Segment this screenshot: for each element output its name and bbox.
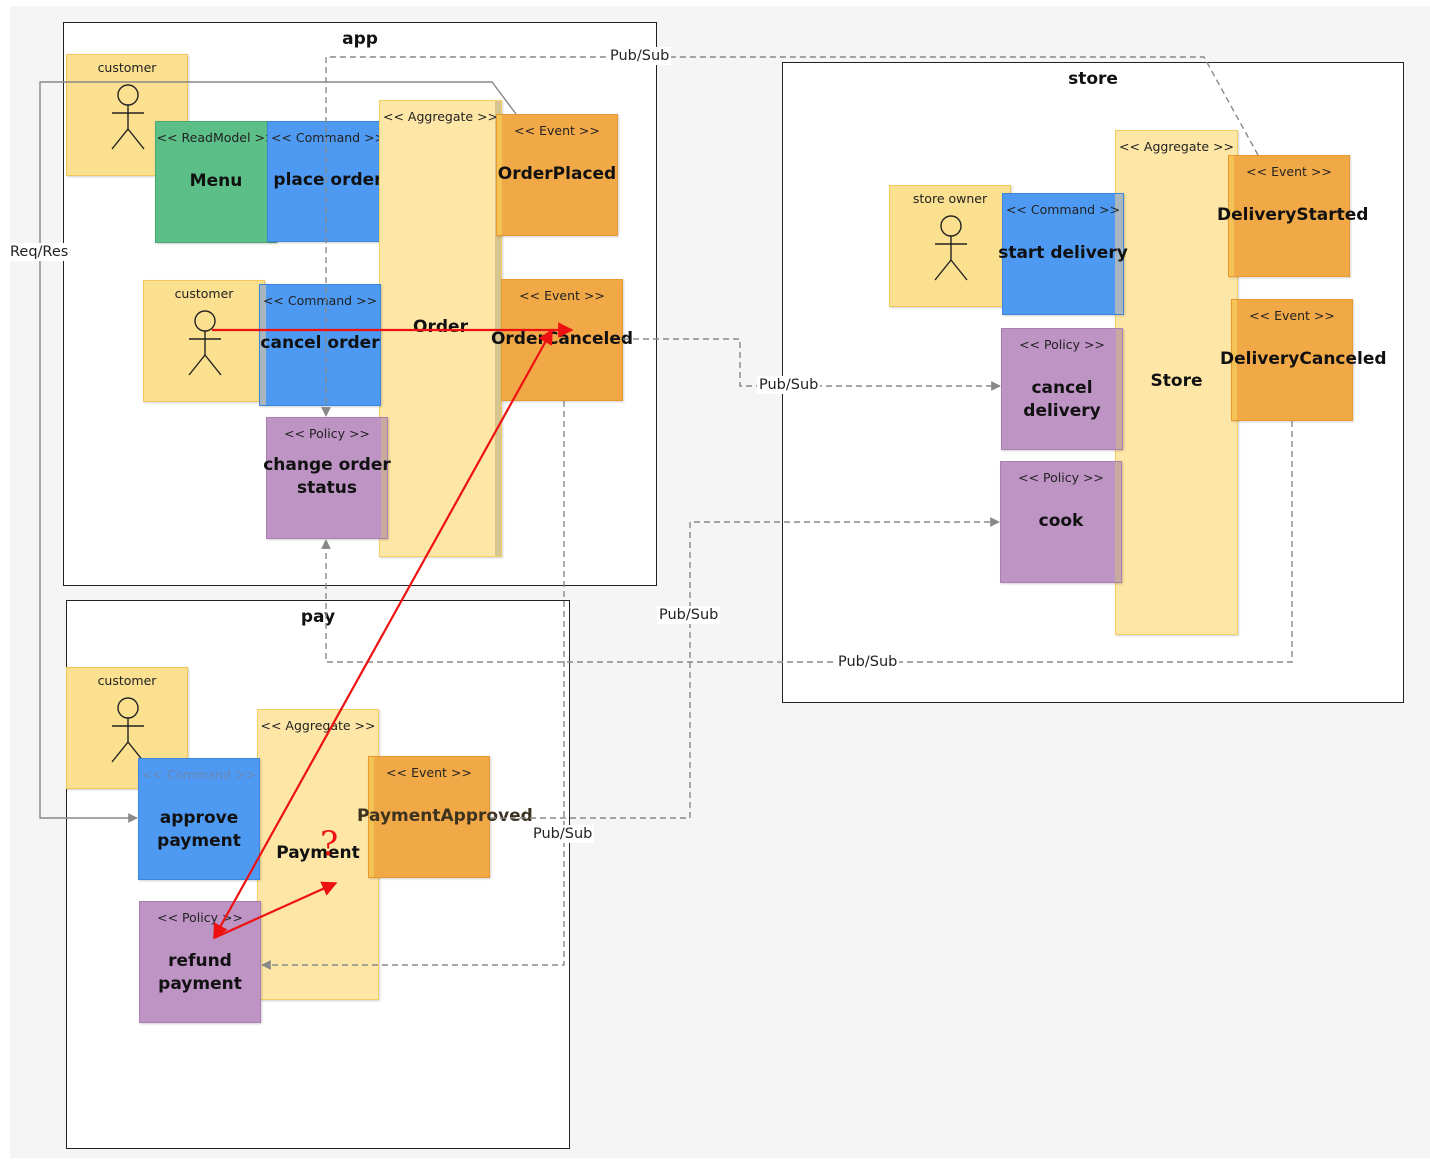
connector-label-pubsub-refund: Pub/Sub <box>531 825 595 843</box>
connector-pubsub-cancel-delivery[interactable] <box>623 338 1001 391</box>
connector-pubsub-refund[interactable] <box>261 401 565 970</box>
stereotype-label: << Event >> <box>1249 308 1335 323</box>
stereotype-label: << Command >> <box>1005 202 1121 217</box>
connector-label-pubsub-cook: Pub/Sub <box>657 606 721 624</box>
event-delivery-canceled[interactable]: << Event >> DeliveryCanceled <box>1220 299 1387 421</box>
sticky-side-strip <box>1232 300 1237 420</box>
command-start-delivery[interactable]: << Command >> start delivery <box>998 193 1128 315</box>
sticky-side-strip <box>1116 329 1122 449</box>
actor-label: customer <box>174 286 234 301</box>
annotation-arrow-canceled-to-refund <box>213 328 553 940</box>
readmodel-menu[interactable]: << ReadModel >> Menu <box>155 121 277 243</box>
policy-cook[interactable]: << Policy >> cook <box>1000 461 1122 583</box>
stereotype-label: << Event >> <box>1246 164 1332 179</box>
connector-label-pubsub-bottom: Pub/Sub <box>836 653 900 671</box>
connector-reqres[interactable] <box>39 81 517 823</box>
actor-label: customer <box>97 673 157 688</box>
connector-pubsub-bottom[interactable] <box>321 421 1293 663</box>
connector-label-pubsub-top: Pub/Sub <box>608 47 672 65</box>
stereotype-label: << Event >> <box>519 288 605 303</box>
event-delivery-started[interactable]: << Event >> DeliveryStarted <box>1217 155 1368 277</box>
sticky-name: DeliveryStarted <box>1217 205 1369 225</box>
actor-store-owner[interactable]: store owner <box>889 185 1011 307</box>
sticky-name: DeliveryCanceled <box>1220 349 1387 369</box>
sticky-name: OrderPlaced <box>497 164 617 184</box>
stereotype-label: << Event >> <box>514 123 600 138</box>
actor-icon <box>111 697 145 763</box>
aggregate-store[interactable]: << Aggregate >> Store <box>1115 130 1238 635</box>
connector-pubsub-top[interactable] <box>321 56 1259 417</box>
stereotype-label: << Aggregate >> <box>382 109 498 124</box>
bounded-context-title: store <box>1068 69 1118 89</box>
annotation-question-mark: ? <box>320 824 339 864</box>
actor-icon <box>111 84 145 150</box>
connector-label-pubsub-cancel-delivery: Pub/Sub <box>757 376 821 394</box>
stereotype-label: << ReadModel >> <box>156 130 276 145</box>
actor-label: store owner <box>912 191 988 206</box>
bounded-context-title: app <box>342 29 378 49</box>
sticky-side-strip <box>1115 462 1121 582</box>
sticky-side-strip <box>1115 194 1123 314</box>
stereotype-label: << Aggregate >> <box>1118 139 1234 154</box>
actor-icon <box>934 215 968 281</box>
connector-pubsub-cook[interactable] <box>490 517 1000 819</box>
actor-label: customer <box>97 60 157 75</box>
sticky-side-strip <box>497 115 502 235</box>
event-order-placed[interactable]: << Event >> OrderPlaced <box>496 114 618 236</box>
sticky-name: cancel delivery <box>1023 378 1101 421</box>
annotation-arrow-refund-to-payment <box>213 881 338 940</box>
stereotype-label: << Policy >> <box>1019 337 1105 352</box>
sticky-name: cook <box>1038 511 1084 531</box>
stereotype-label: << Policy >> <box>1018 470 1104 485</box>
policy-cancel-delivery[interactable]: << Policy >> cancel delivery <box>1001 328 1123 450</box>
sticky-side-strip <box>495 101 501 556</box>
sticky-side-strip <box>1229 156 1234 276</box>
stereotype-label: << Command >> <box>270 130 386 145</box>
sticky-name: place order <box>273 170 383 190</box>
sticky-name: Menu <box>189 171 243 191</box>
sticky-name: start delivery <box>998 243 1128 263</box>
policy-refund-payment[interactable]: << Policy >> refund payment <box>139 901 261 1023</box>
stereotype-label: << Command >> <box>262 293 378 308</box>
connector-label-reqres: Req/Res <box>8 243 71 261</box>
sticky-name: refund payment <box>158 951 242 994</box>
sticky-name: Store <box>1150 371 1203 391</box>
